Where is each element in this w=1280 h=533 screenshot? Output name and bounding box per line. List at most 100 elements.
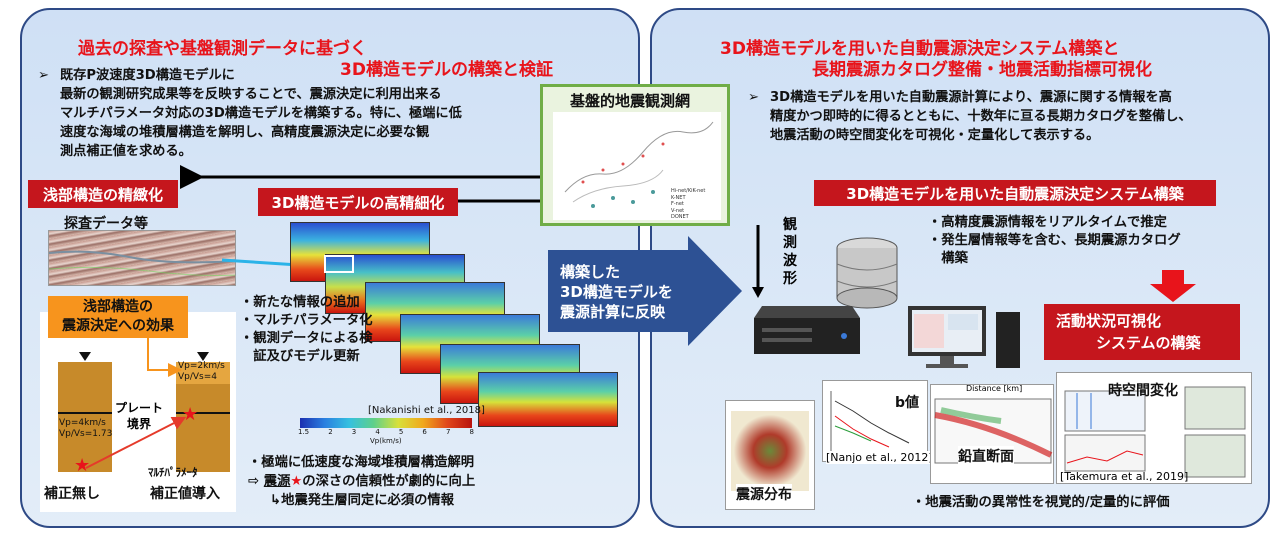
bottom-line2-prefix: ⇨ [248,474,264,489]
waveform-char: 測 [783,235,797,251]
plate-label: プレート 境界 [115,400,163,432]
visualization-line: 活動状況可視化 [1056,312,1162,330]
server-icon [752,298,862,360]
waveform-char: 観 [783,217,797,233]
effect-box-line: 震源決定への効果 [62,318,174,334]
left-paragraph: ➢ 既存P波速度3D構造モデルに 最新の観測研究成果等を反映することで、震源決定… [38,66,550,161]
epicenter-star-icon: ★ [74,455,91,476]
model-refinement-box: 3D構造モデルの高精細化 [258,188,458,216]
station-marker-icon [197,352,209,361]
model-bullet: ・新たな情報の追加 [240,295,360,310]
network-legend-item: Hi-net/KiK-net [671,188,706,194]
left-paragraph-line: 測点補正値を求める。 [60,144,192,159]
colorbar-tick: 7 [445,428,451,436]
vp-left: Vp=4km/s Vp/Vs=1.73 [59,418,112,440]
network-legend-item: V-net [671,207,685,214]
database-icon [834,236,900,310]
network-legend-item: DONET [671,214,689,220]
survey-data-label: 探査データ等 [64,216,148,232]
colorbar-tick: 4 [375,428,380,436]
vp-top-right: Vp=2km/s Vp/Vs=4 [178,361,225,383]
right-paragraph: ➢ 3D構造モデルを用いた自動震源計算により、震源に関する情報を高 精度かつ即時… [748,88,1260,145]
vp-top-right-line: Vp=2km/s [178,361,225,371]
computer-icon [900,304,1028,376]
station-marker-icon [79,352,91,361]
network-map-image: Hi-net/KiK-net K-NET F-net V-net DONET [553,112,721,220]
vp-colorbar [300,418,472,428]
spatiotemporal-image [1056,372,1252,484]
right-paragraph-arrow-icon: ➢ [748,90,760,105]
right-paragraph-line: 地震活動の時空間変化を可視化・定量化して表示する。 [770,128,1100,143]
colorbar-label: Vp(km/s) [370,437,402,445]
model-bullet: ・マルチパラメータ化 [240,313,373,328]
colorbar-tick: 3 [351,428,357,436]
vertical-section-label: 鉛直断面 [958,446,1014,466]
system-box: 3D構造モデルを用いた自動震源決定システム構築 [814,180,1216,206]
left-paragraph-line: 最新の観測研究成果等を反映することで、震源決定に利用出来る [60,87,442,102]
model-highlight-box [324,255,354,273]
column-no-correction [58,362,112,472]
visualization-box: 活動状況可視化 システムの構築 [1044,304,1240,360]
effect-box-line: 浅部構造の [83,299,153,315]
bottom-line2-rest: の深さの信頼性が劇的に向上 [302,474,476,489]
center-arrow-line: 3D構造モデルを [560,283,673,301]
system-bullet: 構築 [928,251,968,266]
column-top-layer [176,362,230,384]
down-arrow-icon [1150,270,1196,302]
visualization-line: システムの構築 [1096,334,1201,352]
left-paragraph-arrow-icon: ➢ [38,68,50,83]
center-arrow-text: 構築した 3D構造モデルを 震源計算に反映 [560,262,673,322]
takemura-citation: [Takemura et al., 2019] [1060,470,1189,483]
shallow-structure-box: 浅部構造の精緻化 [28,180,178,208]
center-arrow-line: 震源計算に反映 [560,303,666,321]
bottom-line2-underline: 震源 [263,474,291,489]
epicenter-star-icon: ★ [182,404,199,425]
bottom-line3: ↳地震発生層同定に必須の情報 [270,493,455,508]
plate-boundary-line [58,412,112,414]
effect-arrows [85,338,187,469]
system-bullet: ・高精度震源情報をリアルタイムで推定 [928,215,1167,230]
left-paragraph-line: マルチパラメータ対応の3D構造モデルを構築する。特に、極端に低 [60,106,462,121]
vertical-section-image [930,384,1054,484]
bottom-line2: ⇨ 震源★の深さの信頼性が劇的に向上 [248,472,475,491]
vp-left-line: Vp=4km/s [59,418,106,428]
model-bullet: 証及びモデル更新 [240,349,360,364]
plate-boundary-line [176,412,230,414]
system-bullets: ・高精度震源情報をリアルタイムで推定 ・発生層情報等を含む、長期震源カタログ 構… [928,214,1181,268]
colorbar-tick: 1.5 [298,428,310,436]
colorbar-tick: 5 [398,428,404,436]
star-icon: ★ [290,474,303,489]
waveform-char: 形 [783,271,797,287]
nakanishi-citation: [Nakanishi et al., 2018] [368,405,485,416]
waveform-arrow [752,225,764,298]
distribution-label: 震源分布 [736,484,792,504]
correction-applied-label: 補正値導入 [150,486,220,502]
colorbar-tick: 6 [422,428,427,436]
model-bullets: ・新たな情報の追加 ・マルチパラメータ化 ・観測データによる検 証及びモデル更新 [240,294,373,366]
left-paragraph-line: 速度な海域の堆積層構造を解明し、高精度震源決定に必要な観 [60,125,430,140]
left-title-line1: 過去の探査や基盤観測データに基づく [78,39,367,59]
spatiotemporal-label: 時空間変化 [1108,383,1178,399]
system-bullet: ・発生層情報等を含む、長期震源カタログ [928,233,1181,248]
colorbar-tick: 2 [328,428,333,436]
vp-left-line: Vp/Vs=1.73 [59,429,113,439]
network-title: 基盤的地震観測網 [570,92,691,110]
vp-top-right-line: Vp/Vs=4 [178,372,218,382]
model-stack [290,222,620,432]
network-legend-item: F-net [671,201,684,207]
right-paragraph-line: 精度かつ即時的に得るとともに、十数年に亘る長期カタログを整備し、 [770,109,1192,124]
right-paragraph-line: 3D構造モデルを用いた自動震源計算により、震源に関する情報を高 [770,90,1172,105]
no-correction-label: 補正無し [44,486,100,502]
left-title-line2: 3D構造モデルの構築と検証 [340,60,553,80]
network-legend-item: K-NET [671,194,686,201]
distance-label: Distance [km] [966,384,1023,393]
colorbar-tick: 8 [469,428,474,436]
plate-label-line: プレート [115,401,164,415]
plate-label-line: 境界 [127,417,152,431]
b-value-label: b値 [895,395,920,411]
evaluate-text: ・地震活動の異常性を視覚的/定量的に評価 [912,495,1170,510]
waveform-label: 観 測 波 形 [780,216,800,288]
right-title-line2: 長期震源カタログ整備・地震活動指標可視化 [812,60,1152,80]
waveform-char: 波 [783,253,797,269]
model-bullet: ・観測データによる検 [240,331,373,346]
